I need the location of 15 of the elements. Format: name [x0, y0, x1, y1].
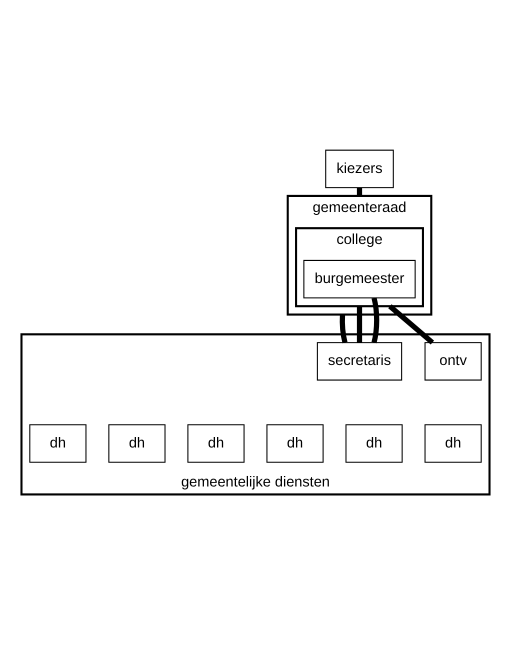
- node-box: dh: [424, 424, 482, 463]
- node-box: dh: [108, 424, 166, 463]
- node-box: dh: [186, 424, 244, 463]
- connector: [371, 297, 379, 344]
- connector: [356, 306, 362, 343]
- node-box: burgemeester: [302, 260, 416, 298]
- connector: [339, 314, 347, 344]
- node-box: dh: [28, 424, 86, 463]
- node-box: dh: [266, 424, 324, 463]
- node-box: kiezers: [324, 150, 394, 188]
- node-box: secretaris: [316, 342, 402, 381]
- node-box: dh: [344, 424, 402, 463]
- connector: [388, 304, 434, 345]
- node-box: ontv: [424, 342, 482, 381]
- connector: [356, 188, 362, 196]
